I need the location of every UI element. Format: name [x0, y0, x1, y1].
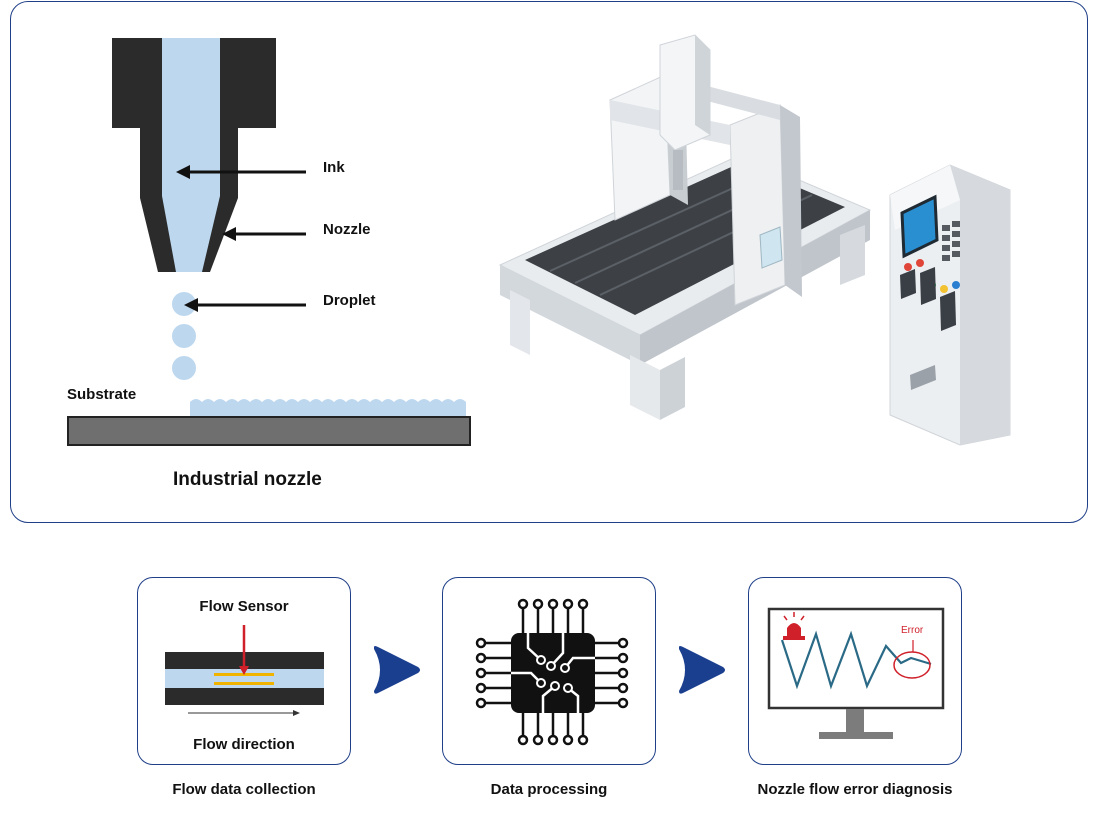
- flow-pipe-diagram: [165, 625, 324, 716]
- nozzle-diagram: [67, 38, 471, 446]
- alarm-icon: [783, 612, 805, 640]
- monitor-icon: [767, 607, 945, 739]
- substrate-label: Substrate: [67, 386, 137, 403]
- substrate: [67, 416, 471, 446]
- process-arrow-icon: [374, 646, 420, 694]
- machine-illustration: [498, 34, 1011, 446]
- industrial-nozzle-caption: Industrial nozzle: [173, 469, 322, 490]
- ink-label: Ink: [323, 159, 345, 176]
- step-nozzle-flow-error-diagnosis: Error: [748, 577, 962, 765]
- droplet: [172, 324, 196, 348]
- droplet-label: Droplet: [323, 292, 376, 309]
- flow-direction-label: Flow direction: [193, 736, 295, 753]
- signal-line: [780, 630, 932, 690]
- step-data-processing: [442, 577, 656, 765]
- droplet: [172, 292, 196, 316]
- process-arrow-icon: [679, 646, 725, 694]
- step-caption-flow-data-collection: Flow data collection: [172, 781, 316, 798]
- top-panel: [10, 1, 1088, 523]
- ink-channel: [162, 38, 220, 272]
- chip-icon: [475, 598, 629, 746]
- error-label: Error: [901, 625, 924, 636]
- step-flow-data-collection: Flow Sensor Flow direction: [137, 577, 351, 765]
- ink-layer: [190, 399, 466, 416]
- nozzle-label: Nozzle: [323, 221, 371, 238]
- step-caption-data-processing: Data processing: [490, 781, 608, 798]
- flow-sensor-label: Flow Sensor: [199, 598, 289, 615]
- step-caption-nozzle-flow-error-diagnosis: Nozzle flow error diagnosis: [757, 781, 953, 798]
- droplet: [172, 356, 196, 380]
